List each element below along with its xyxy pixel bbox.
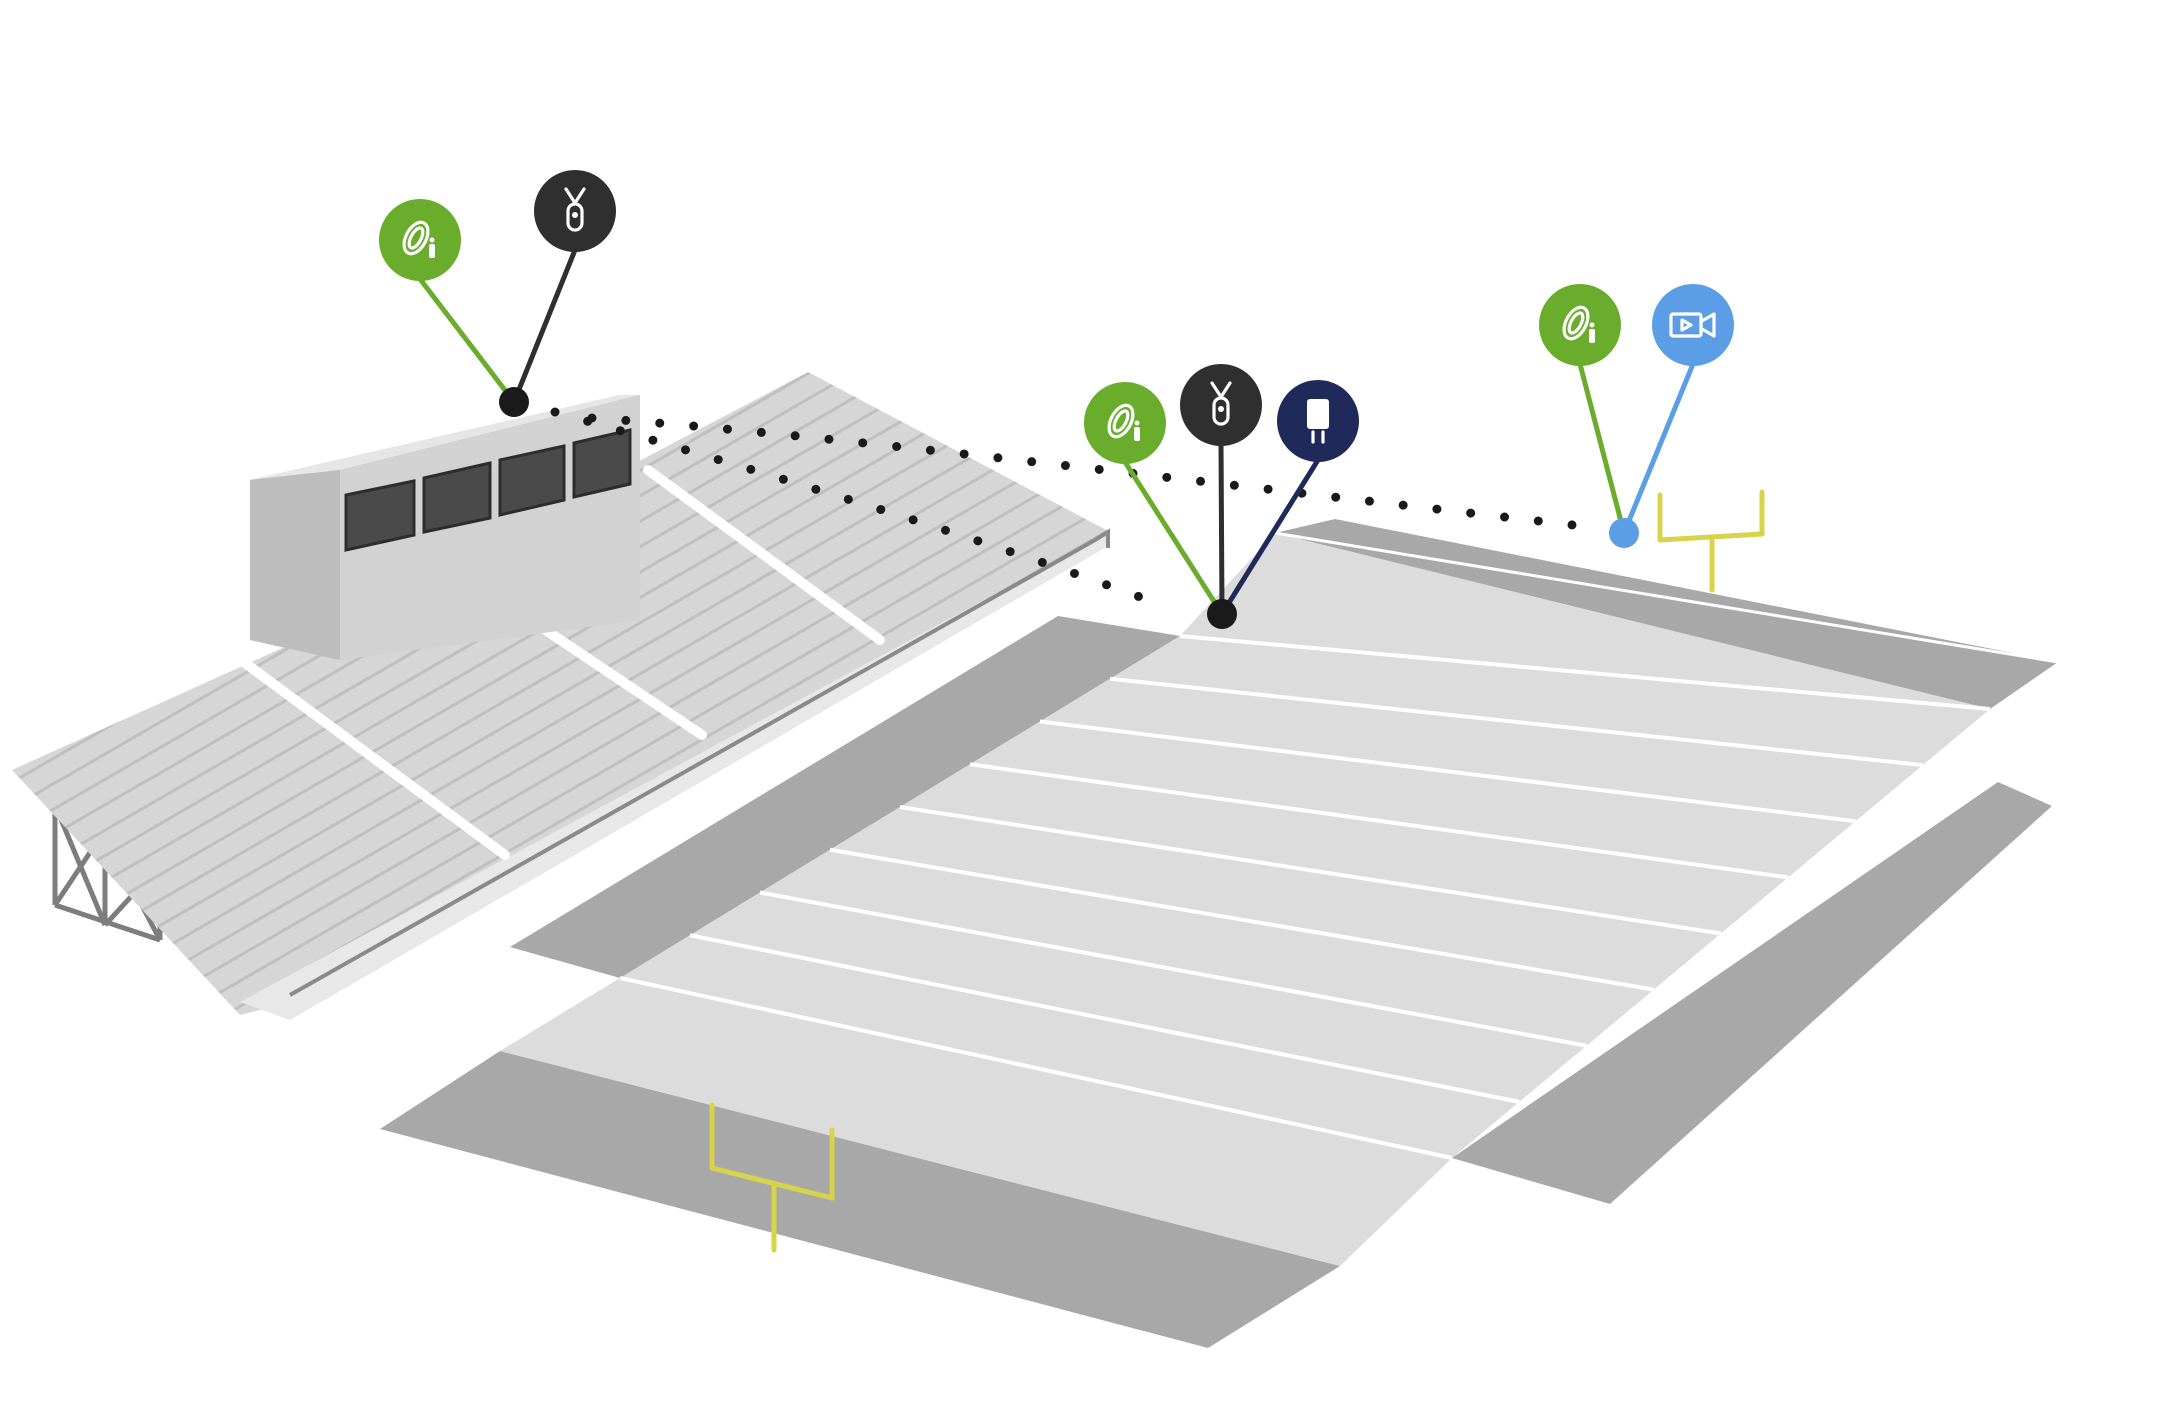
stand-deck bbox=[12, 372, 1110, 1015]
pin-circle bbox=[1652, 284, 1734, 366]
football-field bbox=[380, 489, 2059, 1348]
radio-transmitter-icon bbox=[1210, 381, 1232, 426]
left-sideline-strip bbox=[510, 616, 1180, 978]
pin-stem bbox=[1219, 458, 1321, 616]
right-sideline-strip bbox=[1452, 782, 2052, 1204]
pin-stem bbox=[418, 277, 516, 404]
satellite-dish-icon bbox=[1107, 403, 1140, 441]
yard-line bbox=[1179, 634, 1991, 711]
sideline-radio-pin bbox=[1180, 364, 1262, 446]
endzone-camera-pin bbox=[1652, 284, 1734, 366]
yard-line bbox=[689, 933, 1520, 1104]
sideline-dish-pin bbox=[1084, 382, 1166, 464]
yard-line bbox=[1039, 719, 1856, 824]
pressbox-radio-pin bbox=[534, 170, 616, 252]
network-links bbox=[550, 407, 1595, 602]
encoder-device-icon bbox=[1307, 399, 1329, 444]
playing-surface bbox=[500, 533, 1990, 1266]
satellite-dish-icon bbox=[1562, 305, 1595, 343]
network-nodes bbox=[499, 387, 1639, 629]
pressbox-node bbox=[499, 387, 529, 417]
grandstand bbox=[12, 372, 1110, 1020]
pin-stem bbox=[1122, 460, 1225, 616]
pin-markers bbox=[379, 170, 1734, 464]
pin-stem bbox=[1577, 363, 1627, 534]
yard-line bbox=[969, 762, 1789, 880]
yard-line bbox=[619, 976, 1453, 1160]
dotted-link bbox=[550, 407, 1145, 602]
yard-line bbox=[899, 805, 1722, 936]
sideline-encoder-pin bbox=[1277, 380, 1359, 462]
video-camera-icon bbox=[1669, 312, 1716, 338]
radio-transmitter-icon bbox=[564, 187, 586, 232]
dotted-link bbox=[587, 413, 1595, 532]
pin-stem bbox=[1218, 443, 1225, 615]
pin-stem bbox=[511, 249, 578, 403]
endzone-node bbox=[1609, 518, 1639, 548]
far-goalpost bbox=[1657, 489, 1765, 593]
pin-stem bbox=[1621, 363, 1696, 534]
endzone-dish-pin bbox=[1539, 284, 1621, 366]
near-end-zone bbox=[380, 1051, 1340, 1348]
press-box-windows bbox=[344, 428, 632, 552]
press-box bbox=[250, 395, 640, 660]
stand-railing bbox=[289, 528, 1110, 997]
yard-line bbox=[1109, 676, 1923, 768]
sideline-node bbox=[1207, 599, 1237, 629]
yard-line bbox=[759, 890, 1587, 1048]
yard-lines bbox=[619, 531, 2059, 1160]
pin-circle bbox=[534, 170, 616, 252]
pressbox-dish-pin bbox=[379, 199, 461, 281]
pin-circle bbox=[1180, 364, 1262, 446]
yard-line bbox=[829, 847, 1655, 992]
satellite-dish-icon bbox=[402, 220, 435, 258]
boundary-line bbox=[1274, 531, 2059, 664]
near-goalpost bbox=[709, 1102, 835, 1253]
pin-stems bbox=[418, 249, 1696, 616]
